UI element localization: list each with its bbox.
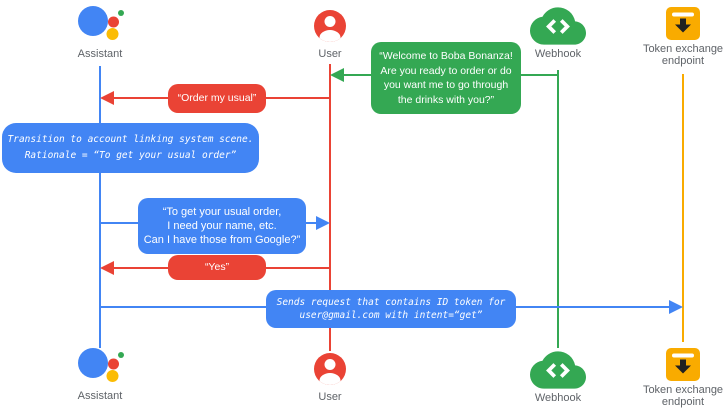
welcome-arrowhead-icon <box>330 68 344 82</box>
yes-speech-bubble: “Yes” <box>168 255 266 280</box>
user-icon <box>312 8 348 49</box>
token-endpoint-icon <box>664 4 702 47</box>
assistant-icon <box>75 344 127 391</box>
token-endpoint-label: Token exchange endpoint <box>642 43 724 67</box>
webhook-label: Webhook <box>534 392 582 404</box>
user-label: User <box>318 391 342 403</box>
webhook-label: Webhook <box>534 48 582 60</box>
send-request-bubble: Sends request that contains ID token for… <box>266 290 516 328</box>
webhook-lifeline <box>557 70 559 348</box>
webhook-cloud-icon <box>530 351 586 394</box>
yes-arrowhead-icon <box>100 261 114 275</box>
assistant-icon <box>75 2 127 49</box>
user-icon <box>312 351 348 392</box>
token-endpoint-label: Token exchange endpoint <box>642 384 724 408</box>
transition-system-note: Transition to account linking system sce… <box>2 123 259 173</box>
ask-speech-bubble: “To get your usual order, I need your na… <box>138 198 306 254</box>
webhook-cloud-icon <box>530 7 586 50</box>
assistant-label: Assistant <box>77 390 123 402</box>
assistant-label: Assistant <box>77 48 123 60</box>
token-endpoint-icon <box>664 345 702 388</box>
welcome-speech-bubble: “Welcome to Boba Bonanza! Are you ready … <box>371 42 521 114</box>
user-label: User <box>318 48 342 60</box>
order-arrowhead-icon <box>100 91 114 105</box>
order-speech-bubble: “Order my usual” <box>168 84 266 113</box>
ask-arrowhead-icon <box>316 216 330 230</box>
assistant-lifeline <box>99 66 101 348</box>
user-lifeline <box>329 64 331 351</box>
token-endpoint-lifeline <box>682 74 684 342</box>
send-request-arrowhead-icon <box>669 300 683 314</box>
